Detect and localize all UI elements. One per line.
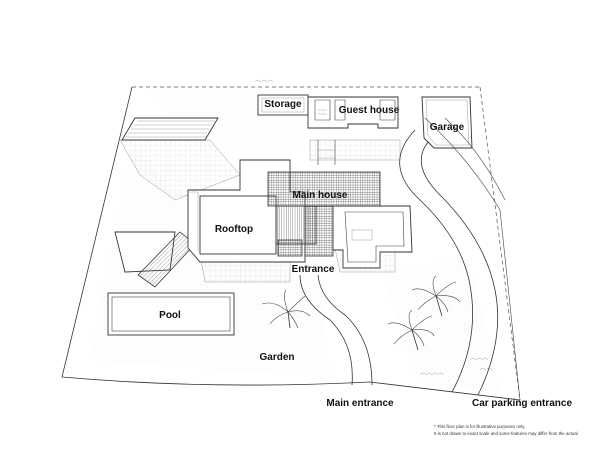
side-deck [114,231,196,288]
palm-tree-icon [261,289,311,329]
main-house-roof [267,171,381,257]
garage-building [421,96,473,149]
main-entrance-label: Main entrance [326,398,394,409]
footnote-line-1: * This floor plan is for illustrative pu… [434,424,525,429]
guest-house-building [307,96,399,129]
main-house-label: Main house [292,190,347,201]
storage-label: Storage [264,99,302,110]
pathway [317,140,336,165]
rooftop-label: Rooftop [215,224,253,235]
main-entrance-walkway [299,274,373,386]
garage-label: Garage [430,122,465,133]
driveway [399,117,521,401]
east-wing [332,205,413,269]
shrubs [254,79,493,376]
storage-building [257,94,309,116]
pool [107,292,235,336]
palm-tree-icon [387,309,435,351]
pool-label: Pool [159,310,181,321]
palm-tree-icon [411,275,461,317]
pergola-top-left [121,117,219,141]
entrance-label: Entrance [292,264,335,275]
garden-label: Garden [259,352,294,363]
guest-house-label: Guest house [339,105,400,116]
footnote-line-2: It is not drawn to exact scale and some … [434,431,578,436]
car-parking-entrance-label: Car parking entrance [472,398,572,409]
site-boundary [61,86,521,401]
